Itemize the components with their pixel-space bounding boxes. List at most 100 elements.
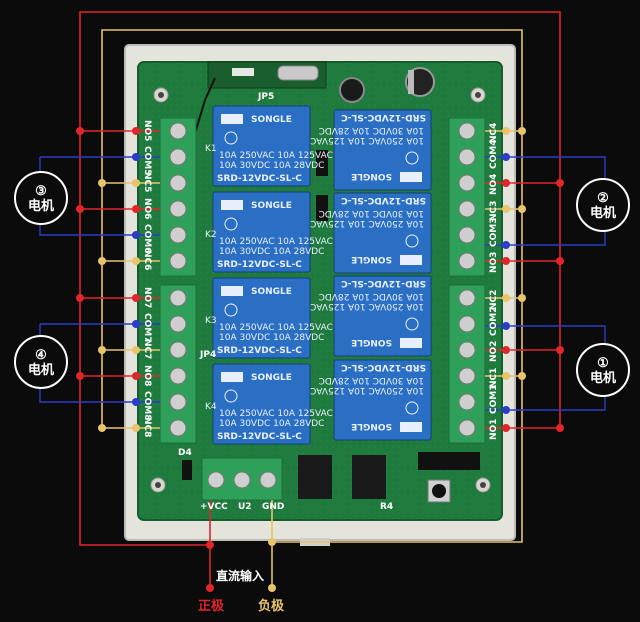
relay-text: 10A 250VAC 10A 125VAC — [310, 218, 424, 228]
relay-text: SRD-12VDC-SL-C — [341, 362, 426, 372]
terminal-label-left: NO7 — [142, 287, 152, 309]
relay-text: 10A 30VDC 10A 28VDC — [319, 208, 424, 218]
songle-logo-icon — [400, 422, 422, 432]
songle-logo-icon — [221, 200, 243, 210]
cqc-mark-icon — [405, 234, 419, 248]
relay-text: SRD-12VDC-SL-C — [341, 195, 426, 205]
cqc-mark-icon — [405, 401, 419, 415]
songle-logo-icon — [400, 255, 422, 265]
motor-number: ④ — [35, 347, 47, 362]
relay-text: SRD-12VDC-SL-C — [341, 278, 426, 288]
relay-text: 10A 250VAC 10A 125VAC — [219, 409, 333, 419]
motor-label-2: ② 电机 — [576, 178, 630, 232]
terminal-label-right: NO1 — [489, 418, 499, 440]
diode-d4 — [182, 460, 192, 480]
terminal-label-left: NC8 — [142, 417, 152, 438]
songle-logo-icon — [221, 286, 243, 296]
relay-text: SRD-12VDC-SL-C — [217, 260, 302, 270]
motor-label-1: ① 电机 — [576, 343, 630, 397]
relay-text: SONGLE — [251, 287, 292, 297]
jp4-label: JP4 — [200, 350, 217, 360]
relay-text: SONGLE — [351, 171, 392, 181]
terminal-label-right: COM1 — [489, 384, 499, 414]
cqc-mark-icon — [224, 389, 238, 403]
relay-text: SONGLE — [251, 115, 292, 125]
relay-text: 10A 250VAC 10A 125VAC — [310, 301, 424, 311]
ic-chip — [298, 455, 332, 499]
relay-k-label: K3 — [205, 316, 217, 326]
capacitor — [339, 77, 365, 103]
dc-input-label: 直流输入 — [216, 569, 265, 583]
cqc-mark-icon — [224, 131, 238, 145]
relay-k4 — [212, 363, 311, 445]
relay-text: SRD-12VDC-SL-C — [217, 174, 302, 184]
r4-label: R4 — [380, 502, 394, 512]
songle-logo-icon — [221, 372, 243, 382]
relay-text: SRD-12VDC-SL-C — [217, 432, 302, 442]
relay-text: SONGLE — [351, 421, 392, 431]
ic-chip — [352, 455, 386, 499]
relay-right-4 — [333, 359, 432, 441]
relay-text: 10A 30VDC 10A 28VDC — [219, 333, 324, 343]
relay-text: SONGLE — [351, 254, 392, 264]
songle-logo-icon — [400, 172, 422, 182]
relay-k-label: K4 — [205, 402, 217, 412]
terminal-label-right: COM4 — [489, 139, 499, 169]
motor-label-3: ③ 电机 — [14, 171, 68, 225]
u2-label: U2 — [238, 502, 252, 512]
terminal-label-left: NO6 — [142, 198, 152, 220]
motor-number: ③ — [35, 183, 47, 198]
terminal-label-right: NO4 — [489, 173, 499, 195]
header-pins — [418, 452, 480, 470]
motor-label-4: ④ 电机 — [14, 335, 68, 389]
relay-text: 10A 250VAC 10A 125VAC — [219, 237, 333, 247]
relay-text: SRD-12VDC-SL-C — [217, 346, 302, 356]
terminal-label-left: NC7 — [142, 339, 152, 360]
cqc-mark-icon — [405, 317, 419, 331]
terminal-block-right-bottom — [448, 284, 486, 444]
relay-text: 10A 30VDC 10A 28VDC — [219, 419, 324, 429]
relay-right-2 — [333, 192, 432, 274]
wire-yellow — [101, 29, 523, 543]
relay-text: 10A 30VDC 10A 28VDC — [319, 291, 424, 301]
terminal-label-left: NO8 — [142, 365, 152, 387]
songle-logo-icon — [221, 114, 243, 124]
terminal-block-left-top — [159, 117, 197, 277]
terminal-block-left-bottom — [159, 284, 197, 444]
relay-text: 10A 30VDC 10A 28VDC — [319, 125, 424, 135]
relay-k2 — [212, 191, 311, 273]
terminal-label-right: NO3 — [489, 251, 499, 273]
motor-text: 电机 — [27, 198, 54, 213]
relay-text: 10A 30VDC 10A 28VDC — [319, 375, 424, 385]
relay-k3 — [212, 277, 311, 359]
jp5-label: JP5 — [258, 92, 275, 102]
cqc-mark-icon — [405, 151, 419, 165]
motor-number: ① — [597, 355, 609, 370]
relay-text: 10A 30VDC 10A 28VDC — [219, 247, 324, 257]
relay-text: 10A 250VAC 10A 125VAC — [310, 135, 424, 145]
relay-k1 — [212, 105, 311, 187]
crystal — [277, 65, 319, 81]
relay-text: 10A 250VAC 10A 125VAC — [219, 151, 333, 161]
relay-text: SONGLE — [251, 373, 292, 383]
relay-text: SONGLE — [351, 337, 392, 347]
cqc-mark-icon — [224, 303, 238, 317]
d4-label: D4 — [178, 448, 192, 458]
relay-text: SONGLE — [251, 201, 292, 211]
relay-text: 10A 250VAC 10A 125VAC — [310, 385, 424, 395]
cqc-mark-icon — [224, 217, 238, 231]
terminal-label-right: COM2 — [489, 306, 499, 336]
terminal-block-right-top — [448, 117, 486, 277]
relay-text: 10A 30VDC 10A 28VDC — [219, 161, 324, 171]
terminal-label-left: NC6 — [142, 250, 152, 271]
motor-text: 电机 — [27, 362, 54, 377]
relay-k-label: K1 — [205, 144, 217, 154]
motor-number: ② — [597, 190, 609, 205]
terminal-label-right: COM3 — [489, 217, 499, 247]
terminal-label-right: NO2 — [489, 340, 499, 362]
